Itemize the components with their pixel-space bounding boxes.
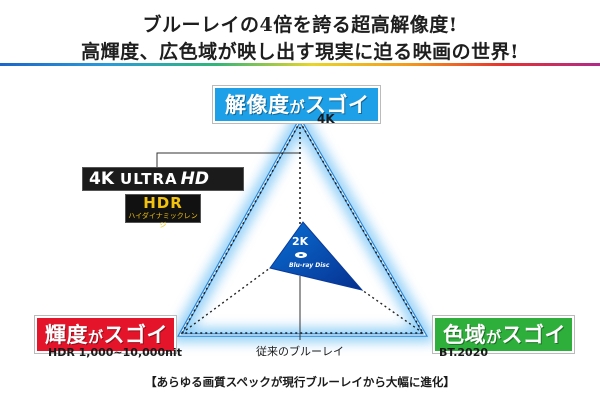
bottom-caption: 【あらゆる画質スペックが現行ブルーレイから大幅に進化】 — [145, 375, 455, 389]
luminance-label-main: 輝度 — [45, 323, 88, 347]
hdr-logo-subtitle: ハイダイナミックレンジ — [128, 212, 198, 229]
luminance-label-tail: スゴイ — [103, 323, 169, 347]
resolution-badge: 解像度がスゴイ — [213, 86, 380, 123]
hdr-logo: HDR ハイダイナミックレンジ — [125, 194, 201, 229]
bluray-guides — [181, 267, 424, 334]
gamut-label-main: 色域 — [443, 323, 486, 347]
uhd-logo-ultra: ULTRA — [120, 170, 178, 188]
luminance-value: HDR 1,000~10,000nit — [48, 346, 182, 359]
conventional-bluray-label: 従来のブルーレイ — [256, 345, 344, 358]
dotted-guides — [180, 120, 425, 334]
luminance-label-particle: が — [88, 328, 104, 346]
uhd-logo-hd: HD — [180, 169, 210, 189]
headline-line-1: ブルーレイの4倍を誇る超高解像度! — [142, 14, 458, 36]
bluray-name-text: Blu-ray Disc — [289, 262, 330, 269]
gamut-badge: 色域がスゴイ — [433, 316, 575, 353]
luminance-badge: 輝度がスゴイ — [35, 316, 177, 353]
gamut-label-particle: が — [486, 328, 502, 346]
resolution-label-particle: が — [289, 98, 306, 116]
bluray-triangle — [269, 221, 364, 291]
hdr-logo-title: HDR — [143, 194, 183, 212]
resolution-value: 4K — [317, 112, 335, 126]
headline-line-2: 高輝度、広色域が映し出す現実に迫る映画の世界! — [81, 41, 519, 63]
outer-triangle-highlight — [178, 118, 427, 336]
rainbow-divider — [0, 63, 600, 66]
resolution-label-tail: スゴイ — [305, 93, 370, 117]
uhd-logo-4k: 4K — [89, 169, 115, 189]
4k-ultra-hd-logo: 4K ULTRA HD — [82, 167, 244, 191]
bluray-res-text: 2K — [292, 235, 309, 248]
resolution-label-main: 解像度 — [225, 93, 290, 117]
gamut-value: BT.2020 — [439, 346, 489, 359]
gamut-label-tail: スゴイ — [501, 323, 567, 347]
bluray-disc-icon — [295, 252, 307, 258]
